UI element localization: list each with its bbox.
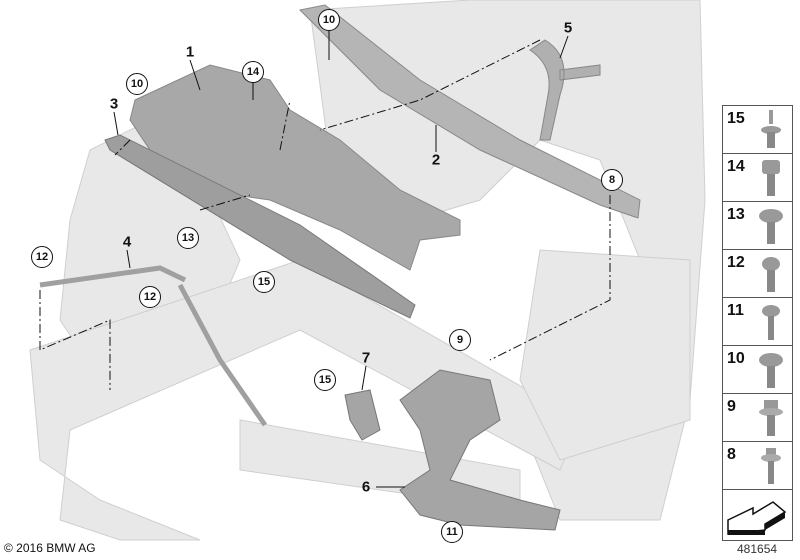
bolt-with-pin-icon <box>761 110 781 148</box>
callout-10-top: 10 <box>318 9 340 31</box>
torx-washer-bolt-icon <box>759 353 783 388</box>
callout-14: 14 <box>242 61 264 83</box>
legend-item-13: 13 <box>723 202 792 250</box>
callout-7: 7 <box>361 349 371 367</box>
callout-3: 3 <box>109 95 119 113</box>
part-6-lower-bracket <box>399 369 561 531</box>
diagram-id: 481654 <box>737 542 778 556</box>
hex-flange-bolt-icon <box>762 305 780 340</box>
callout-12-left: 12 <box>31 246 53 268</box>
callout-10-left: 10 <box>126 73 148 95</box>
callout-6: 6 <box>361 478 371 496</box>
callout-leaders <box>113 30 569 488</box>
part-3-front-bar <box>104 134 416 319</box>
hex-washer-bolt-icon <box>759 400 783 436</box>
forward-arrow-icon <box>727 501 787 535</box>
callout-5: 5 <box>563 19 573 37</box>
callout-9: 9 <box>449 329 471 351</box>
callout-15-bar: 15 <box>253 271 275 293</box>
part-4-struts <box>39 265 268 427</box>
legend-item-15: 15 <box>723 106 792 154</box>
part-2-upper-crossmember <box>298 4 641 219</box>
legend-item-11: 11 <box>723 298 792 346</box>
hex-bolt-icon <box>762 160 780 196</box>
callout-12-strut: 12 <box>139 286 161 308</box>
callout-13: 13 <box>177 227 199 249</box>
fastener-legend: 15 14 13 12 11 10 9 8 <box>722 105 793 541</box>
vehicle-front-structure <box>29 0 706 541</box>
callout-11: 11 <box>441 521 463 543</box>
legend-direction <box>723 490 792 540</box>
part-5-bracket <box>529 39 601 141</box>
copyright-text: © 2016 BMW AG <box>4 541 96 555</box>
part-7-small-bracket <box>344 389 381 441</box>
callout-4: 4 <box>122 233 132 251</box>
flange-bolt-icon <box>761 448 781 484</box>
legend-item-10: 10 <box>723 346 792 394</box>
legend-item-14: 14 <box>723 154 792 202</box>
callout-8: 8 <box>601 169 623 191</box>
legend-item-9: 9 <box>723 394 792 442</box>
assembly-dash-lines <box>39 39 611 390</box>
callout-2: 2 <box>431 151 441 169</box>
callout-1: 1 <box>185 43 195 61</box>
round-head-bolt-icon <box>762 257 780 292</box>
legend-item-12: 12 <box>723 250 792 298</box>
torx-washer-bolt-icon <box>759 209 783 244</box>
callout-15-bracket: 15 <box>314 369 336 391</box>
legend-item-8: 8 <box>723 442 792 490</box>
